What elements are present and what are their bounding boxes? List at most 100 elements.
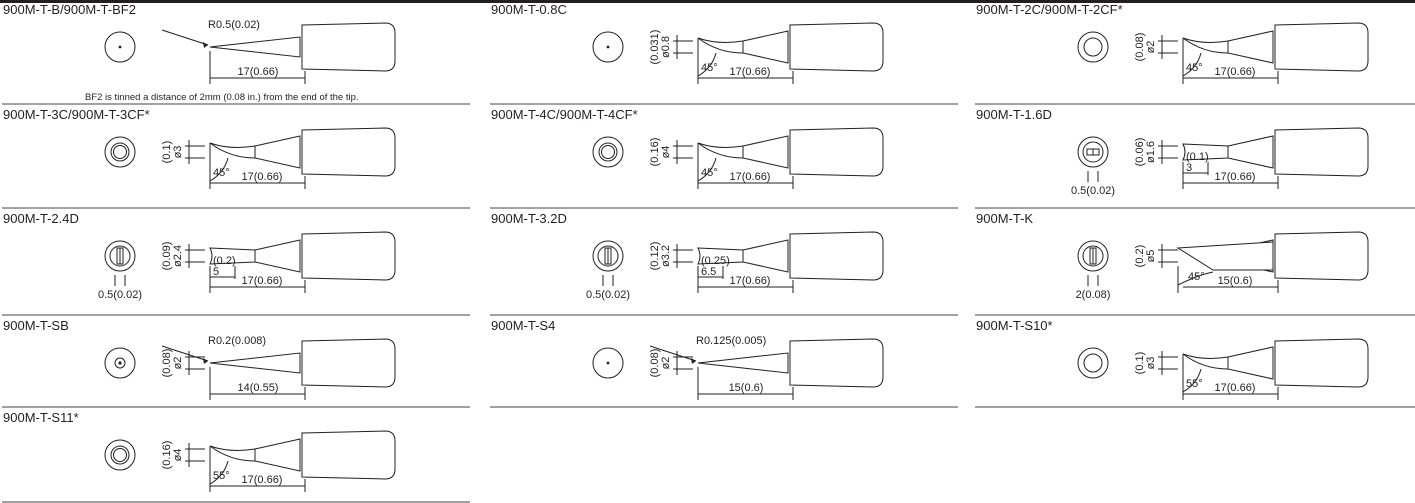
tip-entry: 900M-T-K2(0.08)45°15(0.6)(0.2)ø5 [975, 211, 1415, 316]
tip-model-title: 900M-T-2C/900M-T-2CF* [976, 2, 1123, 17]
tip-barrel [301, 231, 396, 281]
diameter-inch-label: (0.1) [161, 141, 173, 164]
tip-model-title: 900M-T-3.2D [491, 211, 567, 226]
thickness-label: 0.5(0.02) [1071, 185, 1115, 197]
tip-entry: 900M-T-S10*55°17(0.66)(0.1)ø3 [975, 318, 1415, 408]
length-label: 17(0.66) [242, 275, 283, 287]
tip-face-outer [104, 136, 136, 168]
diameter-inch-label: (0.2) [1134, 245, 1146, 268]
tip-face-outer [592, 240, 624, 272]
tip-face-inner [1083, 37, 1103, 57]
length-label: 17(0.66) [242, 474, 283, 486]
tip-model-title: 900M-T-K [976, 211, 1033, 226]
tip-model-title: 900M-T-S4 [491, 318, 555, 333]
length-label: 17(0.66) [1215, 382, 1256, 394]
radius-label: R0.2(0.008) [208, 335, 266, 347]
tip-face-outer [1077, 136, 1109, 168]
tip-taper [209, 36, 301, 58]
tip-barrel [789, 338, 884, 388]
tip-face-outer [104, 240, 136, 272]
tip-face-outer [592, 31, 624, 63]
tip-face-inner-2 [113, 448, 127, 462]
tip-entry: 900M-T-3C/900M-T-3CF*45°17(0.66)(0.1)ø3 [2, 107, 470, 209]
length-label: 17(0.66) [730, 275, 771, 287]
length-label: 17(0.66) [238, 66, 279, 78]
diameter-label: ø3 [1145, 357, 1157, 370]
length-label: 15(0.6) [729, 382, 764, 394]
tip-bevel [1182, 37, 1229, 54]
thickness-label: 0.5(0.02) [98, 289, 142, 301]
tip-face-outer [1077, 240, 1109, 272]
tip-taper [742, 239, 789, 273]
tip-barrel [1274, 127, 1369, 177]
diameter-label: ø2 [172, 357, 184, 370]
tip-model-title: 900M-T-B/900M-T-BF2 [3, 2, 136, 17]
tip-barrel [1274, 338, 1369, 388]
tip-model-title: 900M-T-2.4D [3, 211, 79, 226]
tip-face-inner-2 [601, 145, 615, 159]
tip-face-inner [1082, 141, 1104, 163]
length-label: 14(0.55) [238, 382, 279, 394]
tip-taper [1227, 135, 1274, 169]
tip-barrel [1274, 22, 1369, 72]
tip-face-point [606, 45, 610, 49]
tip-taper [1227, 30, 1274, 64]
tip-length-inch-label: (0.1) [1186, 151, 1209, 163]
tip-bevel [209, 445, 256, 462]
diameter-label: ø1.6 [1145, 141, 1157, 163]
tip-face-outer [1077, 347, 1109, 379]
tip-face-inner [597, 245, 619, 267]
tip-barrel [301, 430, 396, 480]
tip-taper [1227, 346, 1274, 380]
angle-label: 55° [213, 470, 230, 482]
tip-face-outer [592, 347, 624, 379]
tip-chisel [209, 247, 256, 265]
radius-leader [161, 29, 209, 46]
angle-label: 45° [213, 167, 230, 179]
tip-length-inch-label: (0.25) [701, 255, 730, 267]
tip-face-inner-2 [113, 145, 127, 159]
tip-face-outer [1077, 31, 1109, 63]
tip-taper [697, 352, 789, 374]
tip-chisel [697, 247, 744, 265]
tip-barrel [301, 127, 396, 177]
angle-arc [1177, 271, 1214, 286]
tip-model-title: 900M-T-3C/900M-T-3CF* [3, 107, 150, 122]
tip-bevel [697, 142, 744, 159]
tip-entry: 900M-T-2.4D0.5(0.02)5(0.2)17(0.66)(0.09)… [2, 211, 470, 316]
length-label: 17(0.66) [730, 66, 771, 78]
tip-face-outer [104, 31, 136, 63]
tip-face-inner [598, 142, 618, 162]
tip-face-inner [110, 445, 130, 465]
radius-leader [161, 345, 209, 362]
diameter-inch-label: (0.16) [649, 138, 661, 167]
diameter-inch-label: (0.06) [1134, 138, 1146, 167]
tip-face-point [118, 361, 122, 365]
tip-face-inner [114, 357, 126, 369]
angle-label: 45° [701, 62, 718, 74]
length-label: 17(0.66) [730, 171, 771, 183]
angle-label: 55° [1186, 378, 1203, 390]
tip-length-label: 5 [213, 266, 219, 278]
tip-face-inner [1083, 353, 1103, 373]
radius-label: R0.125(0.005) [696, 335, 766, 347]
diameter-inch-label: (0.09) [161, 242, 173, 271]
tip-taper [209, 352, 301, 374]
diameter-inch-label: (0.08) [649, 349, 661, 378]
diameter-label: ø2 [660, 357, 672, 370]
angle-label: 45° [1186, 62, 1203, 74]
diameter-inch-label: (0.12) [649, 242, 661, 271]
length-label: 17(0.66) [1215, 66, 1256, 78]
tip-length-label: 6.5 [701, 266, 716, 278]
tip-entry: 900M-T-3.2D0.5(0.02)6.5(0.25)17(0.66)(0.… [490, 211, 958, 316]
tip-taper [254, 239, 301, 273]
diameter-label: ø5 [1145, 250, 1157, 263]
tip-face-point [118, 45, 122, 49]
length-label: 15(0.6) [1218, 275, 1253, 287]
diameter-label: ø4 [172, 449, 184, 462]
tip-barrel [789, 231, 884, 281]
diameter-label: ø3.2 [660, 245, 672, 267]
length-label: 17(0.66) [1215, 171, 1256, 183]
